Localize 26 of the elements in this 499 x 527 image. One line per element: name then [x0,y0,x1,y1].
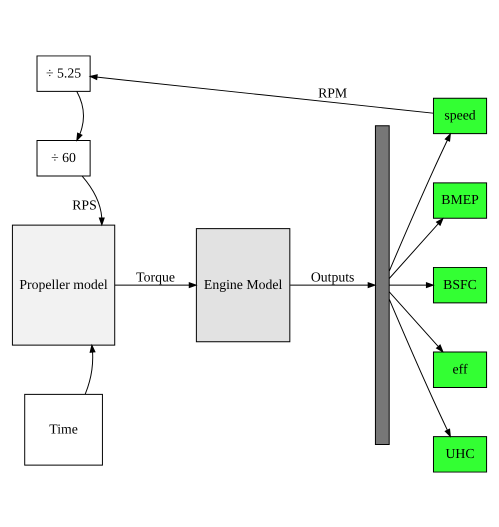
arrow [84,343,96,394]
arrow [388,216,444,278]
edge-label: RPM [318,84,348,100]
arrow [388,290,444,352]
arrow [388,298,452,438]
node-box: Propeller model [12,224,116,346]
arrow [290,282,377,288]
arrow [388,282,435,288]
edge-label: RPS [72,196,97,212]
arrow [88,74,434,114]
node-box: speed [432,97,488,134]
arrow [114,282,198,288]
node-box: Time [24,393,103,466]
arrow [82,174,105,226]
node-box: ÷ 5.25 [36,54,91,92]
edge-label: Torque [136,268,175,284]
node-box: eff [432,351,488,388]
node-box: BMEP [432,182,488,218]
node-box: ÷ 60 [36,140,91,176]
arrow [76,90,84,142]
edge-label: Outputs [310,268,354,284]
arrow [388,132,452,271]
node-box: UHC [432,436,488,472]
node-box: Engine Model [196,228,290,342]
node-bar [374,124,390,445]
node-box: BSFC [432,266,488,303]
